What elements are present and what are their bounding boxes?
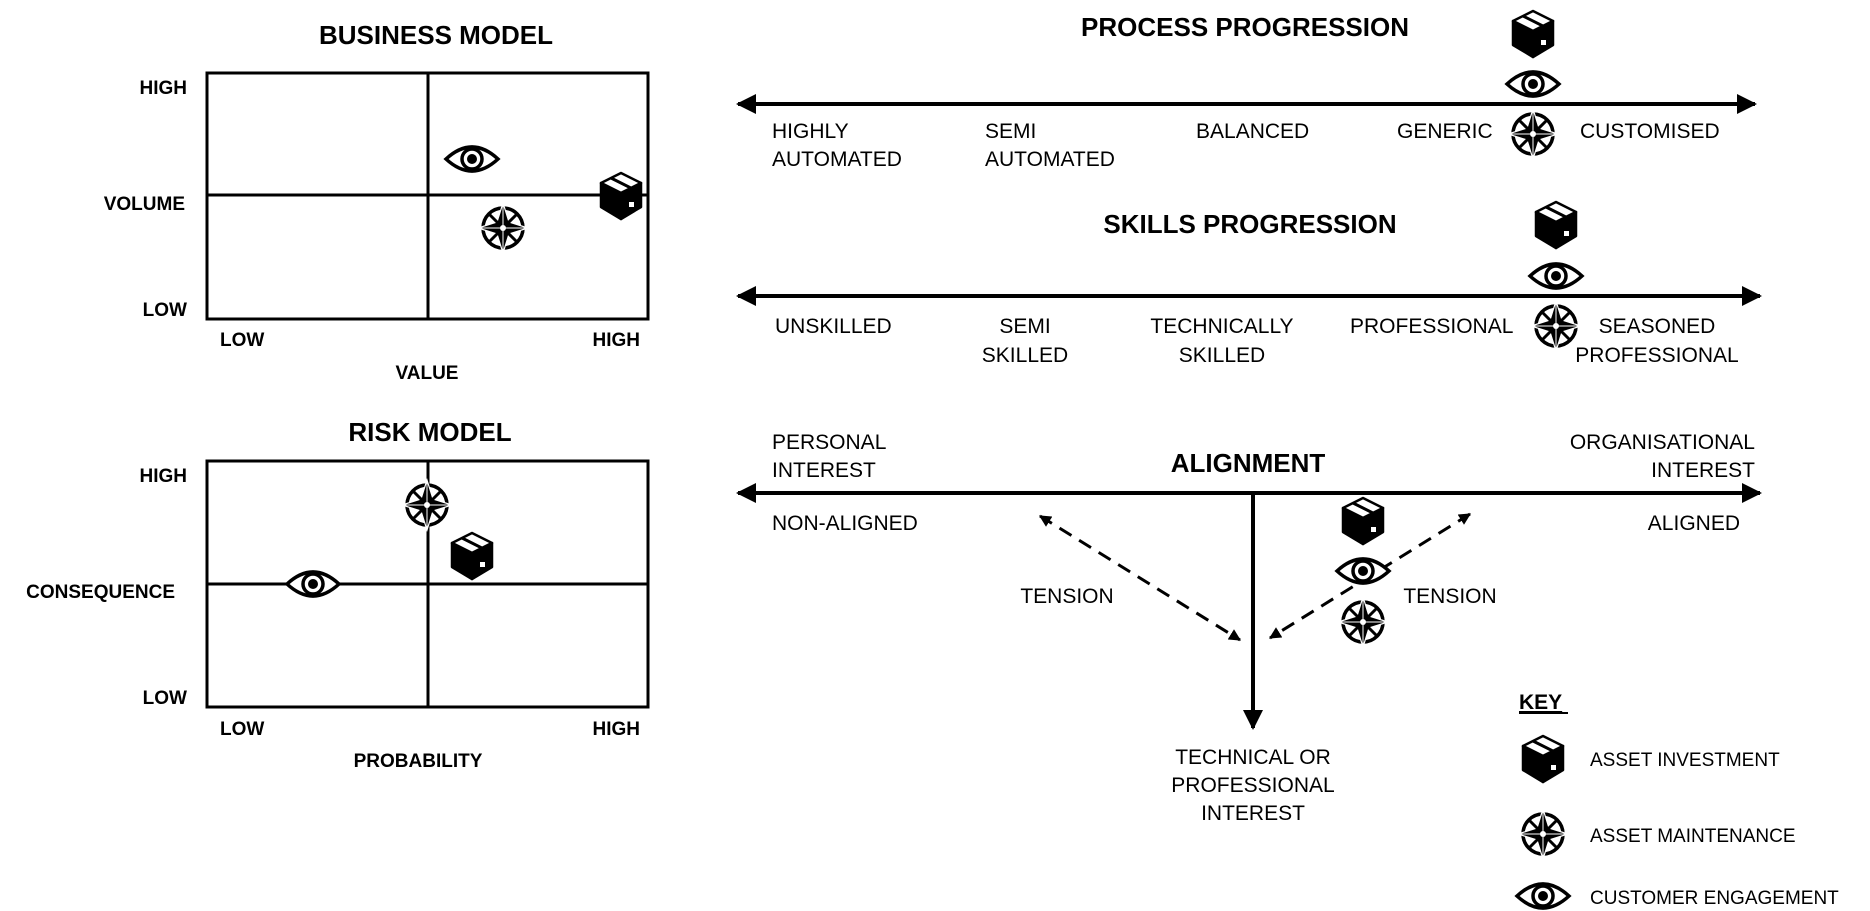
compass-star-icon [1529, 299, 1583, 353]
process-progression: PROCESS PROGRESSION HIGHLY AUTOMATED SEM… [736, 9, 1757, 171]
alignment-bottom-line2: PROFESSIONAL [1171, 774, 1334, 797]
key-item-asset-investment: ASSET INVESTMENT [1590, 750, 1780, 771]
business-model-y-label: VOLUME [104, 194, 185, 215]
skills-progression-title: SKILLS PROGRESSION [1103, 209, 1396, 239]
eye-icon [1335, 557, 1391, 585]
process-stage-2-line2: AUTOMATED [985, 148, 1115, 171]
risk-model-y-high: HIGH [140, 466, 188, 487]
business-model-x-label: VALUE [396, 363, 459, 384]
compass-star-icon [1506, 107, 1560, 161]
legend-key: KEY ASSET INVESTMENT ASSET MAINTENANCE C… [1515, 691, 1839, 910]
alignment-left-top-line2: INTEREST [772, 459, 876, 482]
risk-model-x-low: LOW [220, 719, 264, 740]
skills-stage-3-line1: TECHNICALLY [1150, 315, 1293, 338]
box-icon [1511, 9, 1555, 59]
process-stage-4: GENERIC [1397, 120, 1493, 143]
skills-stage-1: UNSKILLED [775, 315, 892, 338]
compass-star-icon [476, 201, 530, 255]
alignment-left-bottom: NON-ALIGNED [772, 512, 918, 535]
box-icon [1341, 496, 1385, 546]
alignment-diagram: PERSONAL INTEREST ORGANISATIONAL INTERES… [736, 431, 1762, 825]
eye-icon [285, 570, 341, 598]
alignment-bottom-line3: INTEREST [1201, 802, 1305, 825]
eye-icon [1528, 262, 1584, 290]
key-item-asset-maintenance: ASSET MAINTENANCE [1590, 826, 1796, 847]
key-item-customer-engagement: CUSTOMER ENGAGEMENT [1590, 888, 1839, 909]
skills-progression: SKILLS PROGRESSION UNSKILLED SEMI SKILLE… [736, 200, 1762, 367]
process-stage-3: BALANCED [1196, 120, 1309, 143]
risk-model-y-low: LOW [143, 688, 187, 709]
eye-icon [444, 145, 500, 173]
process-stage-2-line1: SEMI [985, 120, 1036, 143]
business-model-y-low: LOW [143, 300, 187, 321]
process-progression-title: PROCESS PROGRESSION [1081, 12, 1409, 42]
process-stage-1-line2: AUTOMATED [772, 148, 902, 171]
compass-star-icon [400, 478, 454, 532]
box-icon [450, 531, 494, 581]
alignment-bottom-line1: TECHNICAL OR [1175, 746, 1331, 769]
risk-model-y-label: CONSEQUENCE [26, 582, 175, 603]
risk-model-x-label: PROBABILITY [354, 751, 483, 772]
business-model-x-low: LOW [220, 330, 264, 351]
business-model-chart: BUSINESS MODEL HIGH VOLUME LOW LOW HIGH … [104, 20, 650, 384]
skills-stage-4: PROFESSIONAL [1350, 315, 1513, 338]
skills-stage-2-line2: SKILLED [982, 344, 1068, 367]
eye-icon [1505, 70, 1561, 98]
skills-stage-5-line2: PROFESSIONAL [1575, 344, 1738, 367]
process-stage-5: CUSTOMISED [1580, 120, 1720, 143]
skills-stage-2-line1: SEMI [999, 315, 1050, 338]
alignment-title: ALIGNMENT [1171, 448, 1326, 478]
tension-label-left: TENSION [1020, 585, 1113, 608]
tension-arrow-left [1038, 514, 1242, 642]
compass-star-icon [1516, 807, 1570, 861]
box-icon [1534, 200, 1578, 250]
business-model-y-high: HIGH [140, 78, 188, 99]
box-icon [599, 171, 643, 221]
alignment-right-bottom: ALIGNED [1648, 512, 1740, 535]
alignment-right-top-line1: ORGANISATIONAL [1570, 431, 1755, 454]
risk-model-chart: RISK MODEL HIGH CONSEQUENCE LOW LOW HIGH… [26, 417, 650, 772]
business-model-x-high: HIGH [593, 330, 641, 351]
process-stage-1-line1: HIGHLY [772, 120, 849, 143]
risk-model-x-high: HIGH [593, 719, 641, 740]
tension-label-right: TENSION [1403, 585, 1496, 608]
skills-stage-3-line2: SKILLED [1179, 344, 1265, 367]
box-icon [1521, 734, 1565, 784]
risk-model-title: RISK MODEL [348, 417, 511, 447]
business-model-title: BUSINESS MODEL [319, 20, 553, 50]
alignment-left-top-line1: PERSONAL [772, 431, 886, 454]
eye-icon [1515, 882, 1571, 910]
skills-stage-5-line1: SEASONED [1599, 315, 1716, 338]
alignment-right-top-line2: INTEREST [1651, 459, 1755, 482]
key-title: KEY [1519, 691, 1562, 714]
compass-star-icon [1336, 595, 1390, 649]
